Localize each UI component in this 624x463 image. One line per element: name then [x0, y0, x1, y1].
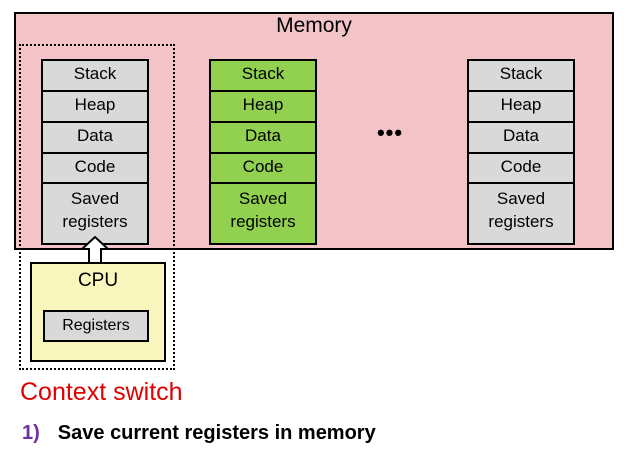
data-segment: Data	[41, 123, 149, 154]
process-1-saved-registers-wrap: Saved registers	[41, 182, 149, 245]
cpu-registers: Registers	[43, 310, 149, 342]
saved-registers: Saved registers	[209, 182, 317, 245]
saved-label-line2: registers	[230, 212, 296, 231]
heap-segment: Heap	[209, 92, 317, 123]
code-segment: Code	[209, 154, 317, 185]
save-arrow-icon	[80, 236, 110, 264]
process-2: Stack Heap Data Code	[209, 59, 317, 185]
process-3: Stack Heap Data Code	[467, 59, 575, 185]
saved-registers: Saved registers	[41, 182, 149, 245]
step-number: 1)	[22, 422, 40, 444]
more-processes-ellipsis: •••	[376, 120, 404, 145]
memory-title: Memory	[276, 14, 352, 37]
code-segment: Code	[41, 154, 149, 185]
stack-segment: Stack	[209, 59, 317, 92]
code-segment: Code	[467, 154, 575, 185]
saved-label-line1: Saved	[238, 189, 288, 208]
step-1: 1) Save current registers in memory	[22, 422, 376, 445]
heap-segment: Heap	[41, 92, 149, 123]
process-1: Stack Heap Data Code	[41, 59, 149, 185]
process-3-saved-registers-wrap: Saved registers	[467, 182, 575, 245]
step-text: Save current registers in memory	[57, 422, 376, 444]
saved-label-line2: registers	[488, 212, 554, 231]
stack-segment: Stack	[467, 59, 575, 92]
saved-label-line1: Saved	[496, 189, 546, 208]
cpu-label: CPU	[77, 270, 119, 291]
process-2-saved-registers-wrap: Saved registers	[209, 182, 317, 245]
context-switch-heading: Context switch	[20, 378, 183, 406]
stack-segment: Stack	[41, 59, 149, 92]
current-process-outline	[19, 44, 175, 370]
saved-label-line1: Saved	[70, 189, 120, 208]
data-segment: Data	[467, 123, 575, 154]
data-segment: Data	[209, 123, 317, 154]
heap-segment: Heap	[467, 92, 575, 123]
saved-label-line2: registers	[62, 212, 128, 231]
saved-registers: Saved registers	[467, 182, 575, 245]
